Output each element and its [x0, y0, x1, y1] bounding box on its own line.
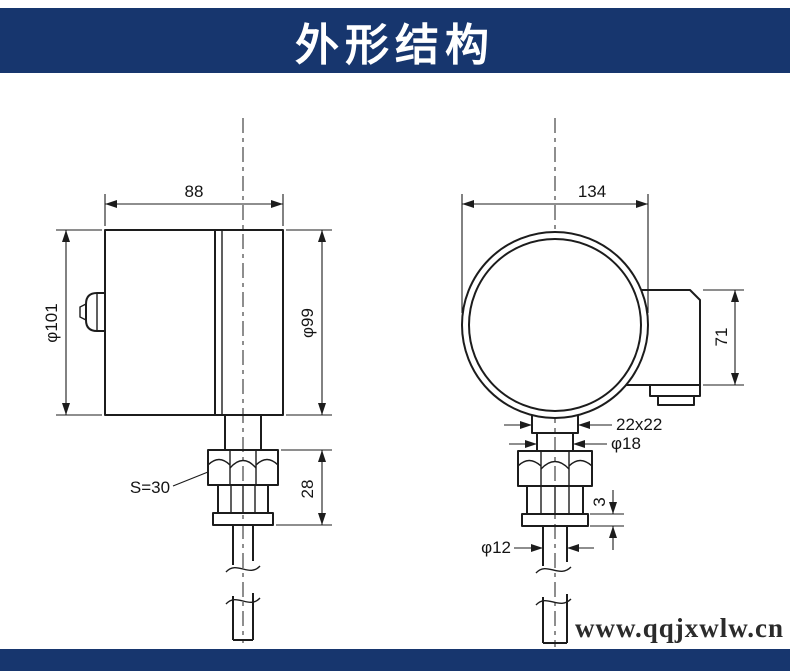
front-view: 134 71 22x22 [461, 118, 744, 647]
dim-label-junction-box-height: 71 [712, 328, 731, 347]
dim-label-probe-diameter: φ12 [481, 538, 511, 557]
outline-drawing: 88 φ101 φ99 [42, 118, 744, 647]
washer-front [521, 513, 589, 527]
dim-stem-diameter: φ18 [509, 434, 641, 453]
dim-label-washer-thickness: 3 [590, 497, 609, 506]
dim-label-overall-width-front: 134 [578, 182, 606, 201]
wrench-size-label: S=30 [130, 471, 209, 497]
lock-nut-front [526, 485, 584, 515]
gauge-face [461, 231, 649, 419]
dim-washer-thickness: 3 [590, 490, 624, 550]
terminal-step-2 [657, 395, 695, 406]
dim-label-body-diameter: φ101 [42, 303, 61, 342]
gauge-body-side [104, 229, 284, 416]
mounting-clip [79, 292, 105, 332]
page-title: 外形结构 [295, 19, 495, 71]
terminal-step-1 [649, 384, 701, 397]
lock-nut-side [217, 484, 269, 514]
dim-body-diameter: φ101 [42, 229, 102, 416]
probe-front [535, 526, 572, 644]
bottom-bar [0, 649, 790, 671]
dim-label-square-section: 22x22 [616, 415, 662, 434]
title-banner: 外形结构 [0, 8, 790, 73]
dim-face-diameter: φ99 [286, 229, 332, 416]
bezel-inner [468, 238, 642, 412]
dim-label-nut-section-height: 28 [298, 480, 317, 499]
side-view: 88 φ101 φ99 [42, 118, 332, 643]
dim-label-stem-diameter: φ18 [611, 434, 641, 453]
dim-label-wrench-size: S=30 [130, 478, 170, 497]
bezel-outer [461, 231, 649, 419]
dim-nut-section-height: 28 [276, 449, 332, 526]
watermark-text: www.qqjxwlw.cn [574, 613, 784, 643]
dim-label-face-diameter: φ99 [298, 308, 317, 338]
washer-side [212, 512, 274, 526]
drawing-area: 88 φ101 φ99 [0, 73, 790, 649]
neck-side [224, 415, 262, 450]
dim-junction-box-height: 71 [703, 289, 744, 386]
dim-square-section: 22x22 [504, 415, 662, 434]
dim-label-overall-width-side: 88 [185, 182, 204, 201]
probe-side [225, 525, 261, 641]
dim-probe-diameter: φ12 [481, 538, 594, 557]
dim-overall-width-side: 88 [104, 182, 284, 226]
dim-overall-width-front: 134 [461, 182, 649, 313]
